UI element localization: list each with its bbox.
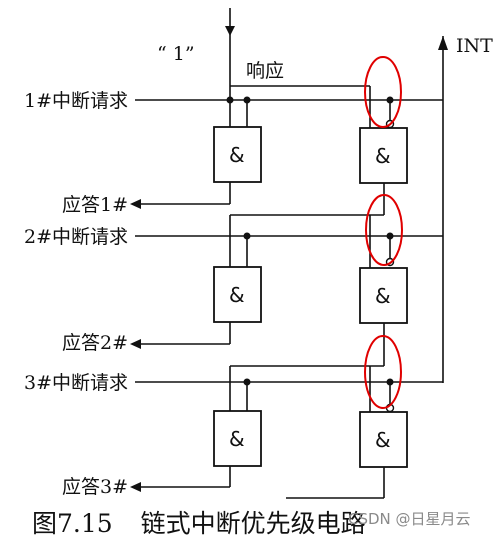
answer-label-3: 应答3# xyxy=(62,476,129,498)
and-gate-3a xyxy=(213,410,262,467)
junction xyxy=(386,232,394,240)
watermark: CSDN @日星月云 xyxy=(348,510,471,528)
gate-symbol-2a: & xyxy=(229,283,245,307)
and-gate-1a xyxy=(213,126,262,183)
gate-symbol-2b: & xyxy=(375,284,391,308)
input-arrow xyxy=(225,26,235,36)
answer-label-2: 应答2# xyxy=(62,332,129,354)
answer-arrow-2 xyxy=(130,339,141,349)
answer-arrow-1 xyxy=(130,199,141,209)
respond-label: 响应 xyxy=(246,60,285,82)
junction xyxy=(386,96,394,104)
request-label-3: 3#中断请求 xyxy=(24,372,129,394)
int-arrow xyxy=(438,36,448,50)
gate-symbol-3b: & xyxy=(375,428,391,452)
highlight-ellipse-2 xyxy=(365,194,403,266)
answer-label-1: 应答1# xyxy=(62,194,129,216)
junction xyxy=(243,378,251,386)
figure-number: 图7.15 xyxy=(32,509,113,538)
request-label-2: 2#中断请求 xyxy=(24,226,129,248)
gate-symbol-3a: & xyxy=(229,427,245,451)
junction xyxy=(226,96,234,104)
junction xyxy=(243,96,251,104)
junction xyxy=(243,232,251,240)
int-label: INT xyxy=(456,35,493,57)
highlight-ellipse-1 xyxy=(364,56,402,128)
and-gate-2a xyxy=(213,266,262,323)
gate-symbol-1a: & xyxy=(229,143,245,167)
junction xyxy=(386,378,394,386)
request-label-1: 1#中断请求 xyxy=(24,90,129,112)
and-gate-2b xyxy=(359,267,408,324)
input-one-label: “ 1” xyxy=(157,43,195,65)
figure-caption: 图7.15 链式中断优先级电路 xyxy=(30,504,366,540)
and-gate-1b xyxy=(359,127,408,184)
figure-title: 链式中断优先级电路 xyxy=(140,509,366,538)
answer-arrow-3 xyxy=(130,482,141,492)
gate-symbol-1b: & xyxy=(375,144,391,168)
highlight-ellipse-3 xyxy=(364,335,402,409)
